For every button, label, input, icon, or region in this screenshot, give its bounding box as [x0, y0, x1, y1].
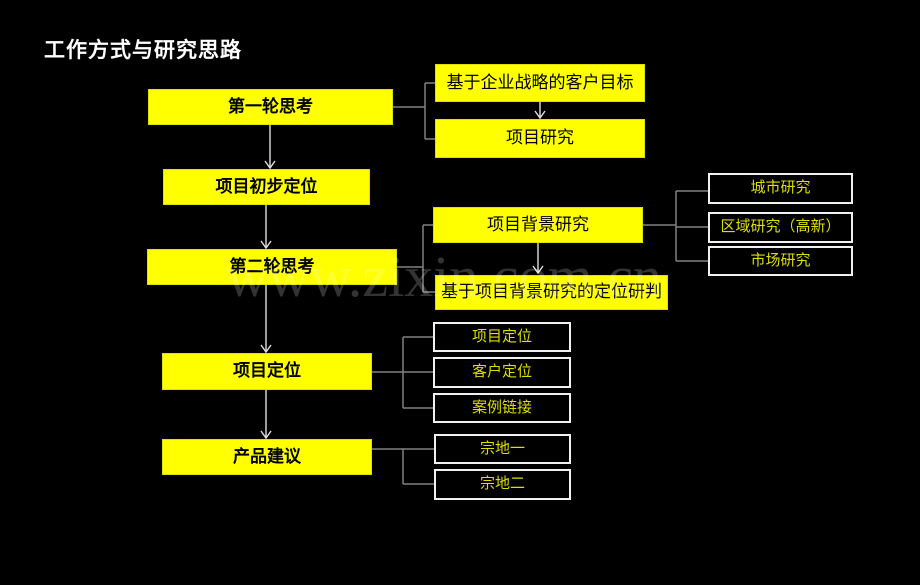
- node-parcel-2: 宗地二: [434, 469, 571, 500]
- flow-arrow-head: [264, 160, 276, 170]
- flow-arrow-head: [532, 265, 544, 275]
- node-initial-positioning: 项目初步定位: [163, 169, 370, 205]
- node-customer-goal: 基于企业战略的客户目标: [435, 64, 645, 102]
- page-title: 工作方式与研究思路: [44, 39, 242, 62]
- bracket-background-research: [643, 190, 708, 262]
- node-positioning-output-customer: 客户定位: [433, 357, 571, 388]
- node-product-suggestion: 产品建议: [162, 439, 372, 475]
- node-market-research: 市场研究: [708, 246, 853, 276]
- node-parcel-1: 宗地一: [434, 434, 571, 464]
- bracket-round2: [397, 224, 435, 293]
- node-case-links: 案例链接: [433, 393, 571, 423]
- flow-arrow-head: [534, 110, 546, 120]
- node-project-positioning: 项目定位: [162, 353, 372, 390]
- node-district-research: 区域研究（高新）: [708, 212, 853, 243]
- node-round2-thinking: 第二轮思考: [147, 249, 397, 285]
- node-city-research: 城市研究: [708, 173, 853, 204]
- node-project-research: 项目研究: [435, 119, 645, 158]
- bracket-positioning: [372, 336, 433, 409]
- bracket-round1: [393, 82, 435, 140]
- node-positioning-output-project: 项目定位: [433, 322, 571, 352]
- flow-arrow-head: [260, 430, 272, 440]
- bracket-product: [372, 448, 434, 485]
- node-positioning-judgement: 基于项目背景研究的定位研判: [435, 275, 668, 310]
- flow-arrow-head: [260, 344, 272, 354]
- node-round1-thinking: 第一轮思考: [148, 89, 393, 125]
- flow-arrow-head: [260, 240, 272, 250]
- node-background-research: 项目背景研究: [433, 207, 643, 243]
